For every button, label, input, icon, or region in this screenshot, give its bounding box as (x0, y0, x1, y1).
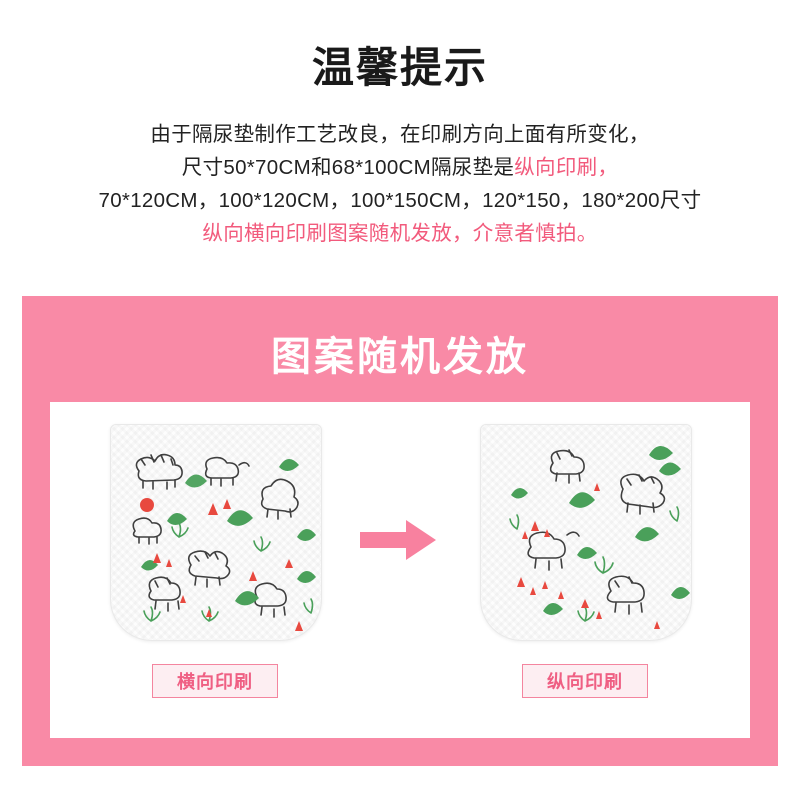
notice-line-4: 纵向横向印刷图案随机发放，介意者慎拍。 (0, 217, 800, 250)
notice-line-2-text: 尺寸50*70CM和68*100CM隔尿垫是 (181, 156, 515, 180)
right-product-image (480, 424, 692, 641)
random-pattern-panel: 图案随机发放 (22, 296, 778, 766)
notice-line-1-text: 由于隔尿垫制作工艺改良，在印刷方向上面有所变化， (150, 123, 650, 147)
notice-line-3-text: 70*120CM，100*120CM，100*150CM，120*150，180… (98, 189, 702, 213)
notice-body: 由于隔尿垫制作工艺改良，在印刷方向上面有所变化， 尺寸50*70CM和68*10… (0, 118, 800, 250)
dinosaur-print-vertical-svg (509, 445, 690, 629)
left-product-image (110, 424, 322, 641)
pad-vertical-print (480, 424, 692, 641)
pad-horizontal-print (110, 424, 322, 641)
notice-line-4-text: 纵向横向印刷图案随机发放，介意者慎拍。 (202, 222, 598, 246)
notice-line-3: 70*120CM，100*120CM，100*150CM，120*150，180… (0, 184, 800, 217)
dinosaur-print-horizontal-svg (132, 453, 316, 631)
notice-title: 温馨提示 (311, 44, 488, 91)
panel-inner-white-area: 横向印刷 纵向印刷 (50, 402, 750, 738)
notice-line-2-highlight: 纵向印刷， (514, 156, 619, 180)
right-product-caption: 纵向印刷 (522, 664, 648, 698)
right-arrow-icon (360, 520, 436, 560)
left-product-caption: 横向印刷 (152, 664, 278, 698)
panel-title: 图案随机发放 (271, 335, 529, 379)
notice-line-1: 由于隔尿垫制作工艺改良，在印刷方向上面有所变化， (0, 118, 800, 151)
notice-line-2: 尺寸50*70CM和68*100CM隔尿垫是纵向印刷， (0, 151, 800, 184)
notice-block: 温馨提示 由于隔尿垫制作工艺改良，在印刷方向上面有所变化， 尺寸50*70CM和… (0, 0, 800, 250)
